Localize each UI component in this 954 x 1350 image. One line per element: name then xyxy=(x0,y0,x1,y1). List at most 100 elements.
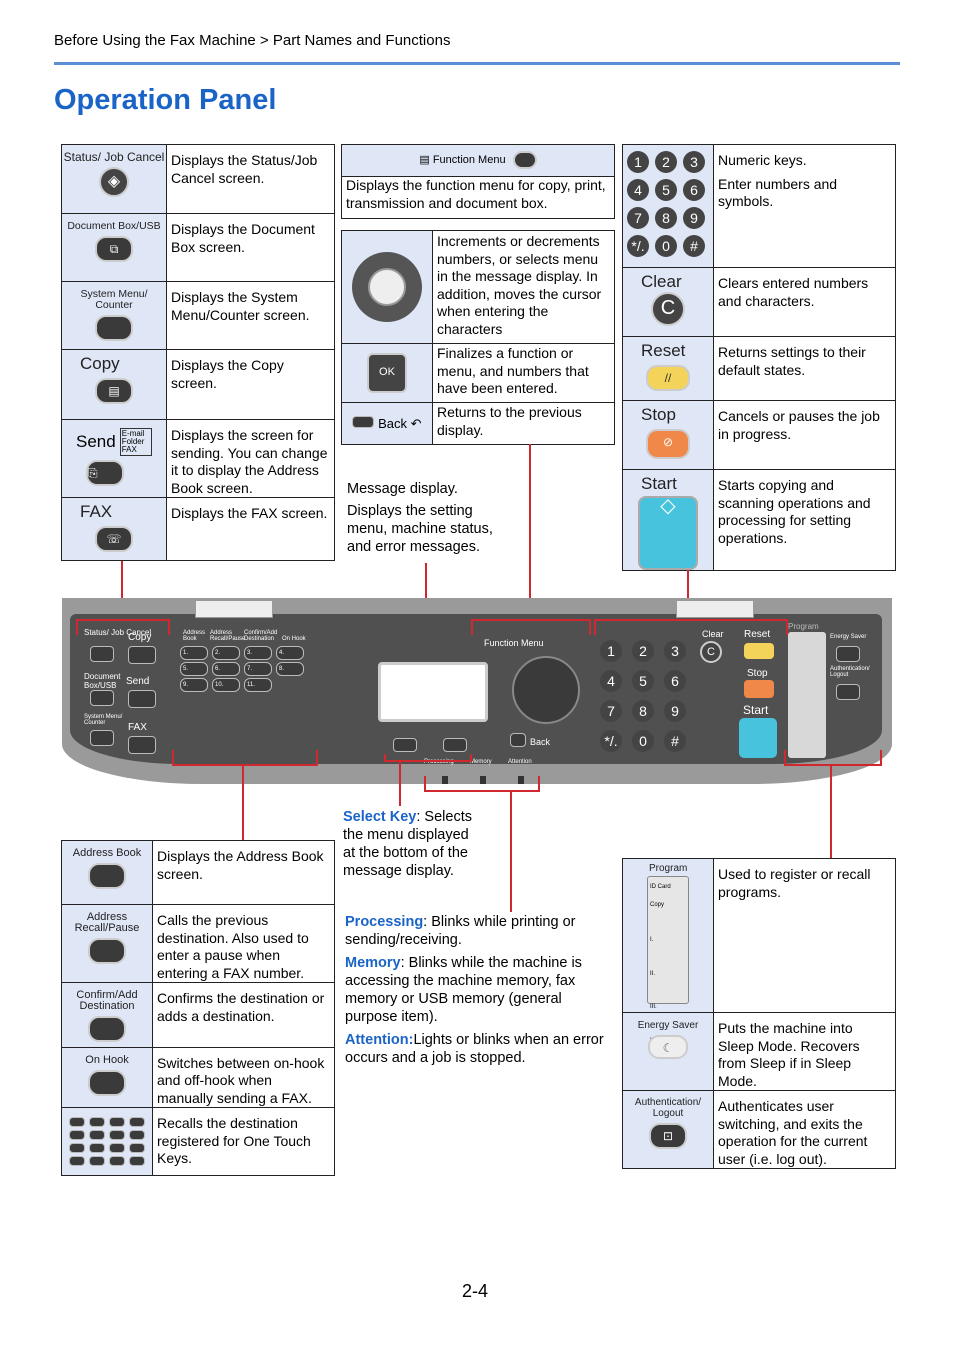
ok-desc: Finalizes a function or menu, and number… xyxy=(432,343,615,403)
back-arrow-icon: ↶ xyxy=(410,415,422,431)
panel-back-button[interactable] xyxy=(510,733,526,747)
one-touch-key[interactable]: 5. xyxy=(180,662,208,676)
numeric-key[interactable]: 0 xyxy=(632,730,654,752)
one-touch-key[interactable]: 2. xyxy=(212,646,240,660)
stop-desc: Cancels or pauses the job in progress. xyxy=(713,400,896,470)
one-touch-key[interactable]: 8. xyxy=(276,662,304,676)
panel-program-keys[interactable] xyxy=(788,632,826,758)
message-display-note: Message display. Displays the setting me… xyxy=(347,481,493,555)
copy-icon: ▤ xyxy=(95,378,133,404)
panel-status-button[interactable] xyxy=(90,646,114,662)
panel-energy-saver-button[interactable] xyxy=(836,646,860,662)
numeric-key: 8 xyxy=(655,207,677,229)
numeric-key: 5 xyxy=(655,179,677,201)
clear-desc: Clears entered numbers and characters. xyxy=(713,267,896,337)
program-key-cell: Program ID Card Copy I. II. III. IV. xyxy=(622,858,714,1044)
function-menu-desc: Displays the function menu for copy, pri… xyxy=(341,176,615,219)
numeric-key[interactable]: */. xyxy=(600,730,622,752)
function-menu-table: ▤ Function Menu Displays the function me… xyxy=(341,144,615,219)
address-recall-icon xyxy=(88,938,126,964)
address-book-icon xyxy=(88,863,126,889)
one-touch-keys-icon xyxy=(69,1117,145,1166)
one-touch-key[interactable]: 7. xyxy=(244,662,272,676)
numeric-key[interactable]: # xyxy=(664,730,686,752)
fax-desc: Displays the FAX screen. xyxy=(166,497,335,561)
arrow-keys-desc: Increments or decrements numbers, or sel… xyxy=(432,230,615,344)
panel-arrow-keys[interactable] xyxy=(512,656,580,724)
back-desc: Returns to the previous display. xyxy=(432,402,615,445)
panel-copy-button[interactable] xyxy=(128,646,156,664)
numeric-key: 9 xyxy=(683,207,705,229)
status-job-cancel-icon: ◈ xyxy=(99,167,129,197)
function-menu-icon: ▤ xyxy=(419,154,433,167)
one-touch-keys-desc: Recalls the destination registered for O… xyxy=(152,1107,335,1176)
numeric-key[interactable]: 9 xyxy=(664,700,686,722)
ok-icon: OK xyxy=(367,353,407,393)
numeric-key[interactable]: 6 xyxy=(664,670,686,692)
program-desc: Used to register or recall programs. xyxy=(713,858,896,1013)
panel-send-button[interactable] xyxy=(128,690,156,708)
fax-icon: ☏ xyxy=(95,526,133,552)
numeric-key: 1 xyxy=(627,151,649,173)
copy-desc: Displays the Copy screen. xyxy=(166,349,335,420)
numeric-key: */. xyxy=(627,235,649,257)
navigation-table: Increments or decrements numbers, or sel… xyxy=(341,230,615,445)
arrow-keys-cell xyxy=(341,230,433,344)
one-touch-key[interactable]: 6. xyxy=(212,662,240,676)
bottom-left-key-table: Address Book Displays the Address Book s… xyxy=(61,840,335,1176)
status-job-cancel-desc: Displays the Status/Job Cancel screen. xyxy=(166,144,335,214)
one-touch-key[interactable]: 9. xyxy=(180,678,208,692)
one-touch-key[interactable]: 4. xyxy=(276,646,304,660)
numeric-key[interactable]: 4 xyxy=(600,670,622,692)
panel-docbox-button[interactable] xyxy=(90,690,114,706)
function-menu-key-cell: ▤ Function Menu xyxy=(341,144,615,177)
on-hook-icon xyxy=(88,1069,126,1096)
numeric-key[interactable]: 5 xyxy=(632,670,654,692)
panel-fax-button[interactable] xyxy=(128,736,156,754)
numeric-key[interactable]: 7 xyxy=(600,700,622,722)
stop-icon: ⊘ xyxy=(646,429,690,459)
function-menu-button-icon xyxy=(512,151,537,170)
energy-saver-icon: ☾ xyxy=(648,1035,688,1059)
numeric-key: 6 xyxy=(683,179,705,201)
authentication-logout-desc: Authenticates user switching, and exits … xyxy=(713,1090,896,1169)
numeric-key[interactable]: 1 xyxy=(600,640,622,662)
numeric-key: 0 xyxy=(655,235,677,257)
program-keys-icon: ID Card Copy I. II. III. IV. xyxy=(647,876,689,1044)
one-touch-key[interactable]: 10. xyxy=(212,678,240,692)
numeric-key: # xyxy=(683,235,705,257)
page-title: Operation Panel xyxy=(54,84,277,116)
left-key-table: Status/ Job Cancel ◈ Displays the Status… xyxy=(61,144,335,561)
numeric-key[interactable]: 3 xyxy=(664,640,686,662)
confirm-destination-icon xyxy=(88,1016,126,1042)
numeric-key[interactable]: 8 xyxy=(632,700,654,722)
one-touch-key[interactable]: 1. xyxy=(180,646,208,660)
panel-select-key-left[interactable] xyxy=(393,738,417,752)
one-touch-key[interactable]: 11. xyxy=(244,678,272,692)
arrow-keys-icon xyxy=(352,252,422,322)
panel-auth-button[interactable] xyxy=(836,684,860,700)
panel-reset-button[interactable] xyxy=(744,643,774,659)
one-touch-key[interactable]: 3. xyxy=(244,646,272,660)
panel-sysmenu-button[interactable] xyxy=(90,730,114,746)
address-recall-desc: Calls the previous destination. Also use… xyxy=(152,904,335,983)
indicators-note: Processing: Blinks while printing or sen… xyxy=(345,914,604,1066)
numeric-key: 2 xyxy=(655,151,677,173)
numeric-key: 3 xyxy=(683,151,705,173)
panel-stop-button[interactable] xyxy=(744,680,774,698)
numeric-key[interactable]: 2 xyxy=(632,640,654,662)
bottom-right-key-table: Program ID Card Copy I. II. III. IV. Use… xyxy=(622,858,896,1169)
panel-select-key-right[interactable] xyxy=(443,738,467,752)
energy-saver-desc: Puts the machine into Sleep Mode. Recove… xyxy=(713,1012,896,1091)
authentication-logout-icon: ⊡ xyxy=(649,1123,687,1149)
confirm-destination-desc: Confirms the destination or adds a desti… xyxy=(152,982,335,1048)
status-job-cancel-key-cell: Status/ Job Cancel ◈ xyxy=(61,144,167,214)
panel-start-button[interactable] xyxy=(739,718,777,758)
clear-icon: C xyxy=(651,292,685,326)
reset-icon: // xyxy=(646,365,690,391)
panel-clear-button[interactable]: C xyxy=(700,641,722,663)
header-rule xyxy=(54,62,900,65)
